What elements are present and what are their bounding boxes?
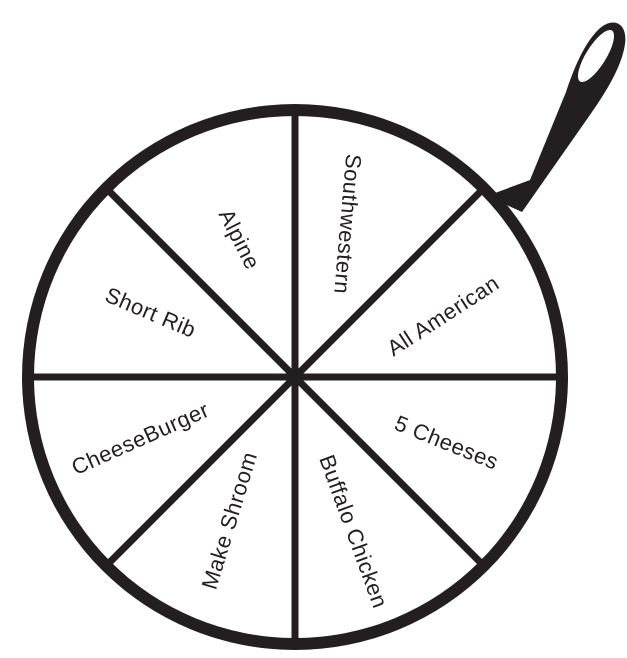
slice-dividers bbox=[32, 114, 558, 640]
skillet-handle bbox=[487, 22, 625, 212]
